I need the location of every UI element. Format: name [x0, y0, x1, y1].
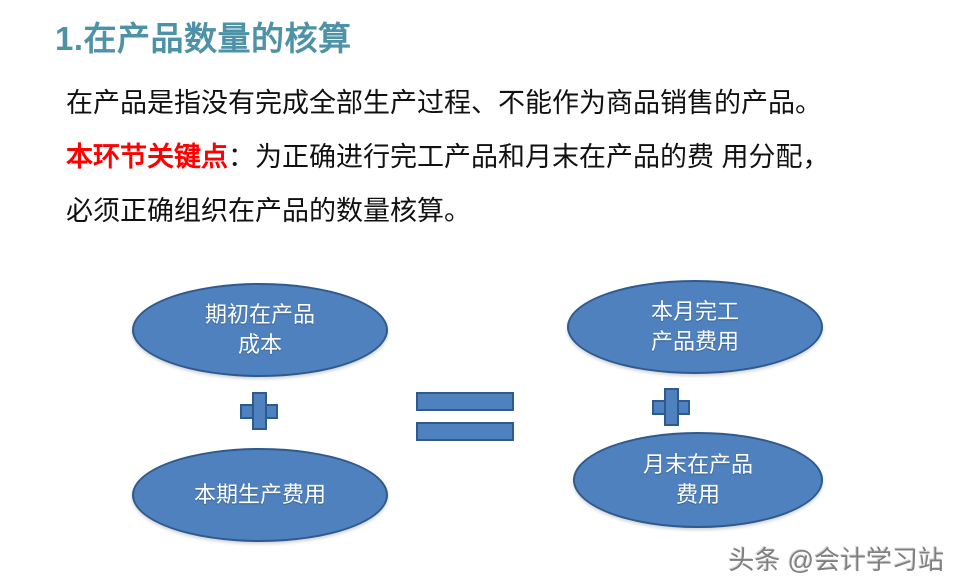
page-title: 1.在产品数量的核算 — [55, 20, 352, 57]
node-label-line1: 本月完工 — [650, 299, 739, 324]
equals-bar-bottom — [416, 422, 514, 441]
node-label-line1: 本期生产费用 — [193, 482, 326, 507]
body-paragraph: 在产品是指没有完成全部生产过程、不能作为商品销售的产品。 本环节关键点：为正确进… — [66, 76, 946, 238]
plus-icon-left — [240, 392, 278, 430]
diagram-node-initial-wip-label: 期初在产品 成本 — [205, 300, 315, 360]
plus-center-fill — [666, 402, 677, 413]
diagram-node-finished-product-cost-label: 本月完工 产品费用 — [651, 297, 739, 357]
body-line-1: 在产品是指没有完成全部生产过程、不能作为商品销售的产品。 — [66, 88, 822, 118]
watermark-text: 头条 @会计学习站 — [728, 545, 944, 575]
diagram-node-current-production-cost[interactable]: 本期生产费用 — [132, 448, 388, 542]
plus-icon-right — [652, 388, 690, 426]
node-label-line2: 成本 — [237, 332, 282, 357]
body-line-3: 必须正确组织在产品的数量核算。 — [66, 196, 471, 226]
key-point-label: 本环节关键点 — [66, 142, 228, 172]
equals-bar-top — [416, 392, 514, 411]
diagram-node-initial-wip[interactable]: 期初在产品 成本 — [132, 283, 388, 377]
key-point-text: ：为正确进行完工产品和月末在产品的费 用分配， — [228, 142, 830, 172]
diagram-node-finished-product-cost[interactable]: 本月完工 产品费用 — [567, 280, 823, 374]
body-line-2: 本环节关键点：为正确进行完工产品和月末在产品的费 用分配， — [66, 130, 946, 184]
equals-icon — [416, 392, 514, 444]
node-label-line1: 期初在产品 — [204, 302, 315, 327]
diagram-node-ending-wip-cost[interactable]: 月末在产品 费用 — [573, 432, 823, 528]
diagram-node-current-production-cost-label: 本期生产费用 — [194, 480, 326, 510]
diagram-node-ending-wip-cost-label: 月末在产品 费用 — [643, 450, 753, 510]
node-label-line1: 月末在产品 — [642, 452, 753, 477]
plus-center-fill — [254, 406, 265, 417]
node-label-line2: 产品费用 — [650, 329, 739, 354]
node-label-line2: 费用 — [675, 482, 720, 507]
